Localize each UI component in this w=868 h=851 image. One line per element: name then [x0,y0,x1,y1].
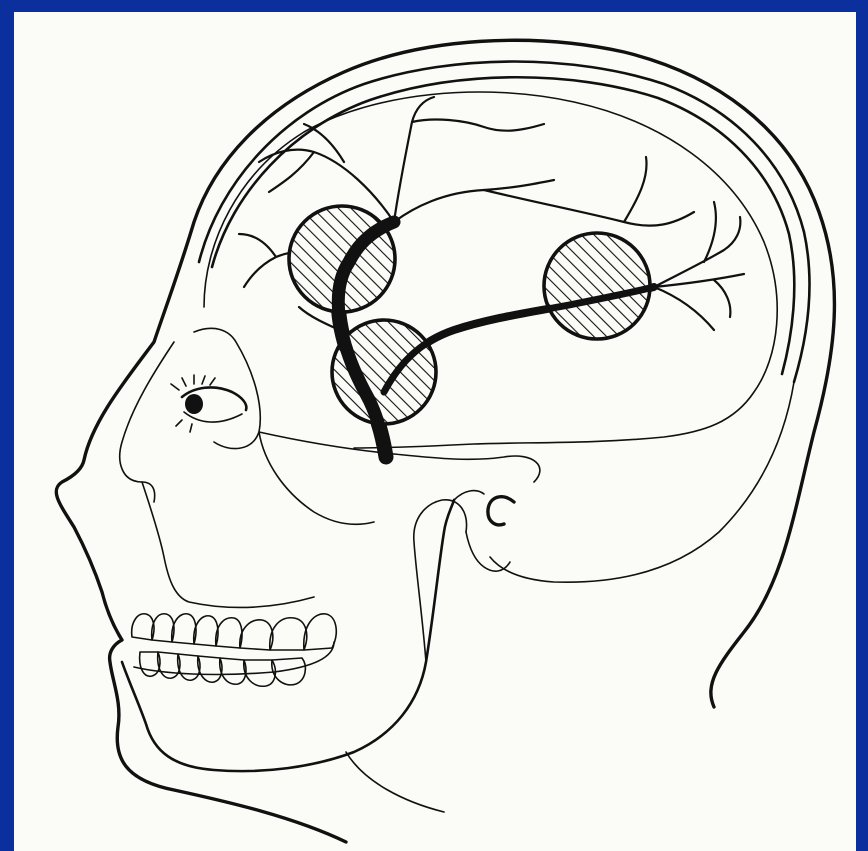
eye-iris [185,394,203,414]
zygomatic-arch [259,432,540,482]
skull-outer-line [199,62,809,383]
head-anatomy-illustration [14,12,856,851]
neck-front [346,752,444,812]
mastoid-process [466,532,510,571]
upper-teeth [132,614,337,650]
ear-canal [488,497,514,525]
occipital-contour [490,382,794,582]
lesion-posterior [544,233,650,339]
lower-teeth [140,652,306,686]
mandible-ramus [414,500,467,662]
illustration-panel [14,12,856,851]
cheek-line [259,432,374,524]
nasal-bone [120,342,174,502]
maxilla-outline [142,482,314,607]
head-outline [56,40,834,842]
jaw-joint [454,491,484,500]
